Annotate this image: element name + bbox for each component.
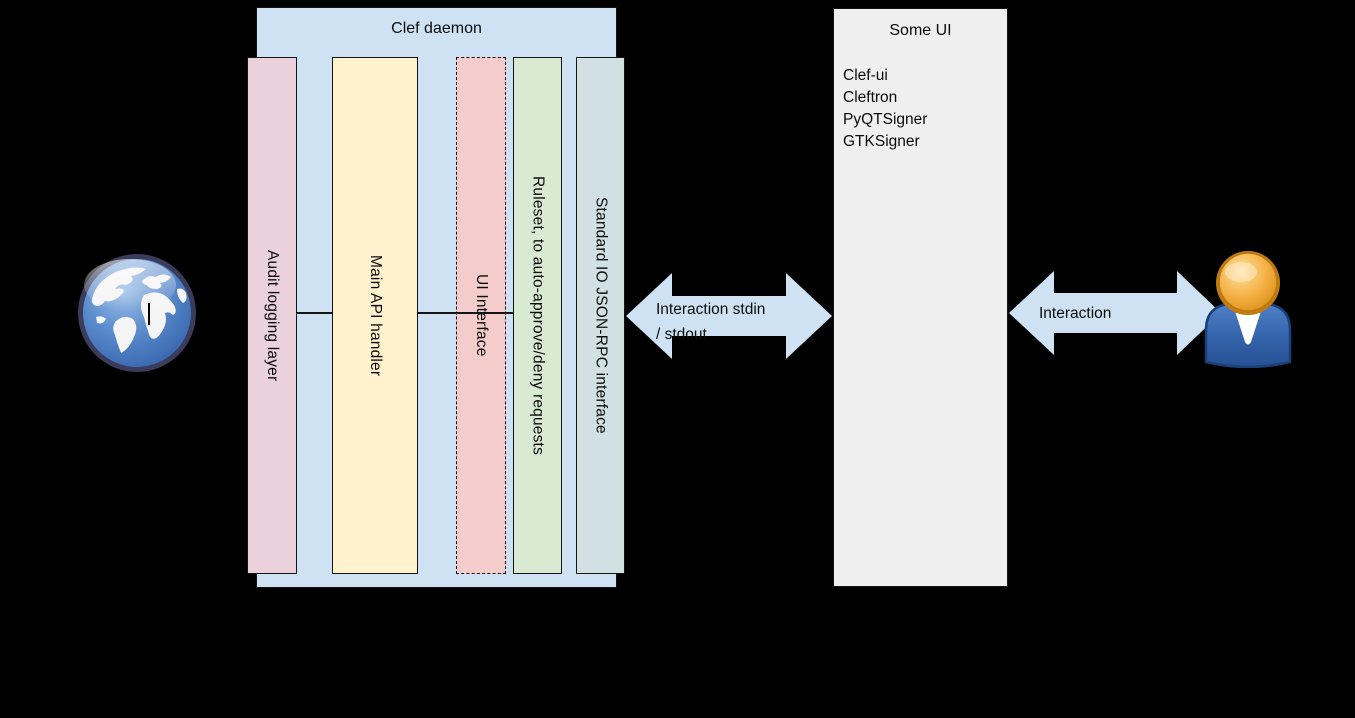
list-item: Clef-ui [843, 67, 888, 84]
layer-stdio-jsonrpc: Standard IO JSON-RPC interface [576, 57, 625, 574]
layer-label: Standard IO JSON-RPC interface [592, 197, 610, 434]
arrow-label-interaction: Interaction [1039, 305, 1111, 323]
list-item: GTKSigner [843, 133, 920, 150]
layer-main-api-handler: Main API handler [332, 57, 418, 574]
arrow-clef-to-someui [626, 273, 832, 359]
some-ui-list: Clef-ui Cleftron PyQTSigner GTKSigner [834, 65, 1007, 153]
arrow-someui-to-user [1009, 271, 1221, 355]
layer-audit-logging: Audit logging layer [247, 57, 297, 574]
layer-label: UI Interface [473, 274, 490, 357]
connector-audit-to-api [296, 312, 333, 314]
layer-label: Main API handler [367, 254, 384, 377]
user-icon [1204, 251, 1292, 368]
some-ui-box: Some UI Clef-ui Cleftron PyQTSigner GTKS… [833, 8, 1008, 587]
connector-globe-stub [148, 303, 150, 325]
arrow-label-line: Interaction stdin [656, 301, 766, 318]
layer-ruleset: Ruleset, to auto-approve/deny requests [513, 57, 562, 574]
some-ui-title: Some UI [889, 22, 952, 39]
arrow-label-stdin-stdout: Interaction stdin / stdout [656, 297, 765, 347]
list-item: PyQTSigner [843, 111, 928, 128]
list-item: Cleftron [843, 89, 898, 106]
clef-daemon-title: Clef daemon [391, 20, 482, 37]
arrow-label-line: / stdout [656, 326, 707, 343]
clef-daemon-box: Clef daemon [256, 7, 617, 588]
connector-api-to-ruleset [417, 312, 514, 314]
arrow-label-line: Interaction [1039, 305, 1112, 322]
layer-label: Audit logging layer [264, 249, 281, 382]
layer-label: Ruleset, to auto-approve/deny requests [529, 175, 547, 456]
globe-icon [78, 254, 196, 372]
layer-ui-interface: UI Interface [456, 57, 506, 574]
